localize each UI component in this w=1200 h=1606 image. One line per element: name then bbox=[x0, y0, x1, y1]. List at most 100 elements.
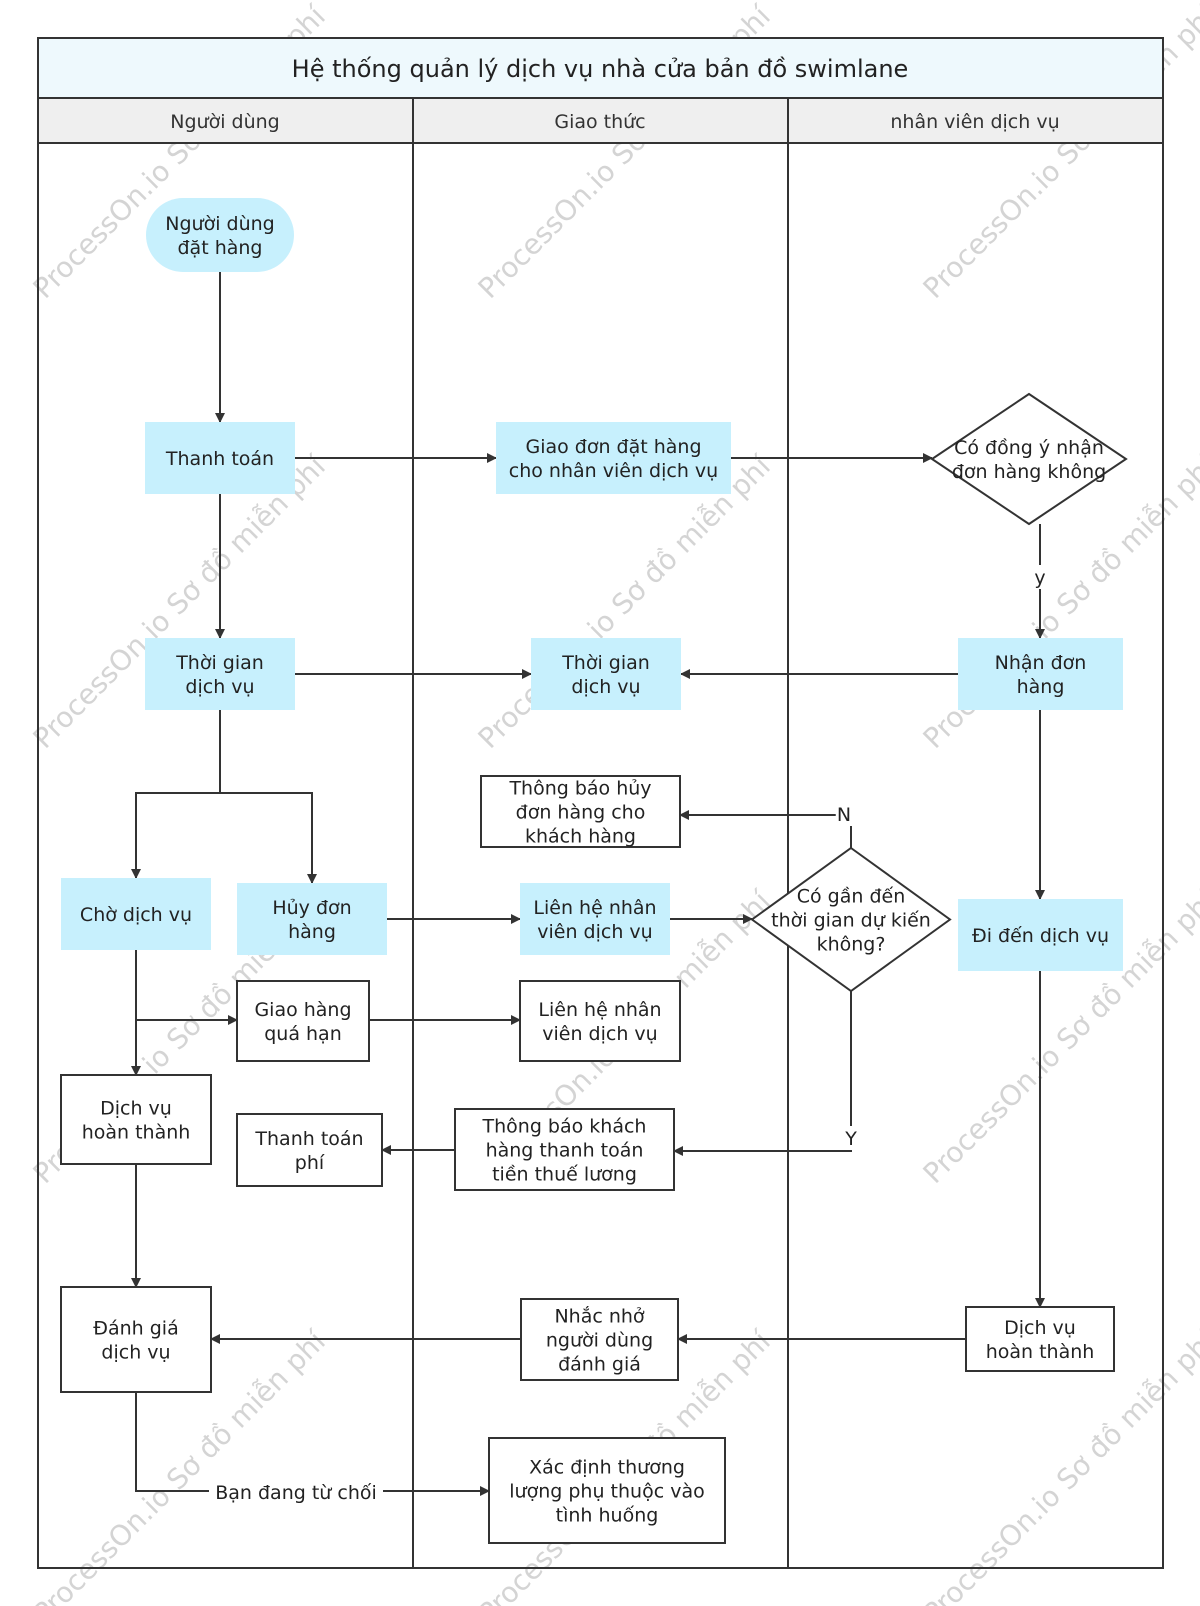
node-shape bbox=[958, 899, 1123, 971]
edge-label-bg bbox=[209, 1480, 383, 1504]
node-label-line: thời gian dự kiến bbox=[771, 910, 931, 932]
node-label-line: Thông báo khách bbox=[482, 1116, 647, 1138]
node-label-line: Nhắc nhở bbox=[554, 1305, 644, 1328]
node-label-line: Liên hệ nhân bbox=[538, 999, 661, 1021]
node-shape bbox=[60, 1074, 212, 1165]
edge-label-bg bbox=[835, 802, 853, 826]
node-label-line: hoàn thành bbox=[82, 1122, 191, 1144]
node-shape bbox=[236, 1113, 383, 1187]
edge-thoi-gian-1-to-huy-don bbox=[220, 792, 317, 884]
node-thanh-toan[interactable]: Thanh toán bbox=[145, 422, 295, 494]
node-shape bbox=[531, 638, 681, 710]
node-label-line: hàng thanh toán bbox=[486, 1140, 644, 1162]
node-label-line: dịch vụ bbox=[571, 676, 640, 698]
edge-thoi-gian-1-to-cho-dich-vu bbox=[131, 710, 221, 879]
lane-body bbox=[37, 142, 1164, 1569]
edge-label: N bbox=[837, 804, 851, 826]
node-label-line: Người dùng bbox=[165, 213, 274, 235]
node-label-line: quá hạn bbox=[264, 1023, 342, 1045]
node-shape bbox=[930, 392, 1128, 526]
node-label-line: đánh giá bbox=[558, 1354, 641, 1376]
node-label-line: Liên hệ nhân bbox=[533, 897, 656, 919]
node-label-line: Dịch vụ bbox=[1004, 1317, 1076, 1339]
node-label-line: Thanh toán bbox=[254, 1128, 363, 1150]
edge-co-gan-den-to-thong-bao-huy bbox=[679, 810, 852, 848]
node-label-line: cho nhân viên dịch vụ bbox=[509, 460, 718, 482]
lane-label-nguoi-dung: Người dùng bbox=[170, 111, 279, 133]
lane-header-giao-thuc bbox=[412, 97, 789, 144]
node-label-line: Thông báo hủy bbox=[508, 778, 651, 800]
node-label-line: Giao hàng bbox=[254, 999, 351, 1021]
node-di-den[interactable]: Đi đến dịch vụ bbox=[958, 899, 1123, 971]
node-label-line: Thời gian bbox=[175, 652, 264, 674]
node-shape bbox=[236, 980, 370, 1062]
edge-label: Y bbox=[844, 1128, 857, 1150]
node-label-line: Xác định thương bbox=[529, 1457, 685, 1479]
node-label-line: hàng bbox=[1017, 676, 1065, 698]
node-cho-dich-vu[interactable]: Chờ dịch vụ bbox=[61, 878, 211, 950]
node-label-line: tiền thuế lương bbox=[492, 1164, 637, 1186]
node-shape bbox=[146, 198, 294, 272]
edge-labels-layer: yN Y Bạn đang từ chối bbox=[209, 565, 1049, 1504]
node-label-line: Có đồng ý nhận bbox=[954, 437, 1104, 459]
node-label-line: người dùng bbox=[546, 1330, 653, 1352]
edge-label: y bbox=[1034, 567, 1045, 589]
node-label-line: Đánh giá bbox=[93, 1318, 178, 1340]
node-shape bbox=[519, 980, 681, 1062]
node-shape bbox=[454, 1108, 675, 1191]
node-shape bbox=[145, 638, 295, 710]
node-shape bbox=[958, 638, 1123, 710]
edge-label: Bạn đang từ chối bbox=[215, 1482, 377, 1504]
node-label-line: không? bbox=[817, 934, 886, 956]
node-label-line: dịch vụ bbox=[101, 1342, 170, 1364]
node-label-line: viên dịch vụ bbox=[537, 921, 652, 943]
node-label-line: đơn hàng không bbox=[952, 461, 1106, 483]
node-label-line: Thời gian bbox=[561, 652, 650, 674]
node-label-line: hàng bbox=[288, 921, 336, 943]
edge-label-bg bbox=[1031, 565, 1049, 589]
node-shape bbox=[145, 422, 295, 494]
node-shape bbox=[520, 1298, 679, 1381]
node-label-line: đặt hàng bbox=[178, 237, 263, 259]
node-label-line: viên dịch vụ bbox=[542, 1023, 657, 1045]
lane-label-nhan-vien: nhân viên dịch vụ bbox=[890, 111, 1059, 133]
edge-co-gan-den-to-thong-bao-kh bbox=[673, 991, 852, 1156]
node-label-line: Đi đến dịch vụ bbox=[972, 925, 1109, 947]
node-shape bbox=[237, 883, 387, 955]
node-label-line: dịch vụ bbox=[185, 676, 254, 698]
node-shape bbox=[496, 422, 731, 494]
node-label-line: Dịch vụ bbox=[100, 1098, 172, 1120]
node-label-line: đơn hàng cho bbox=[516, 802, 646, 824]
node-shape bbox=[480, 775, 681, 848]
edge-label-bg bbox=[842, 1126, 860, 1150]
node-label-line: phí bbox=[295, 1152, 325, 1174]
node-label-line: Có gần đến bbox=[797, 886, 906, 908]
node-shape bbox=[750, 846, 952, 993]
node-label-line: khách hàng bbox=[525, 826, 636, 848]
node-shape bbox=[60, 1286, 212, 1393]
swimlane-frame: Hệ thống quản lý dịch vụ nhà cửa bản đồ … bbox=[37, 37, 1164, 1569]
node-label-line: lượng phụ thuộc vào bbox=[509, 1481, 704, 1503]
node-label-line: Giao đơn đặt hàng bbox=[525, 436, 701, 458]
node-label-line: Hủy đơn bbox=[272, 897, 351, 919]
